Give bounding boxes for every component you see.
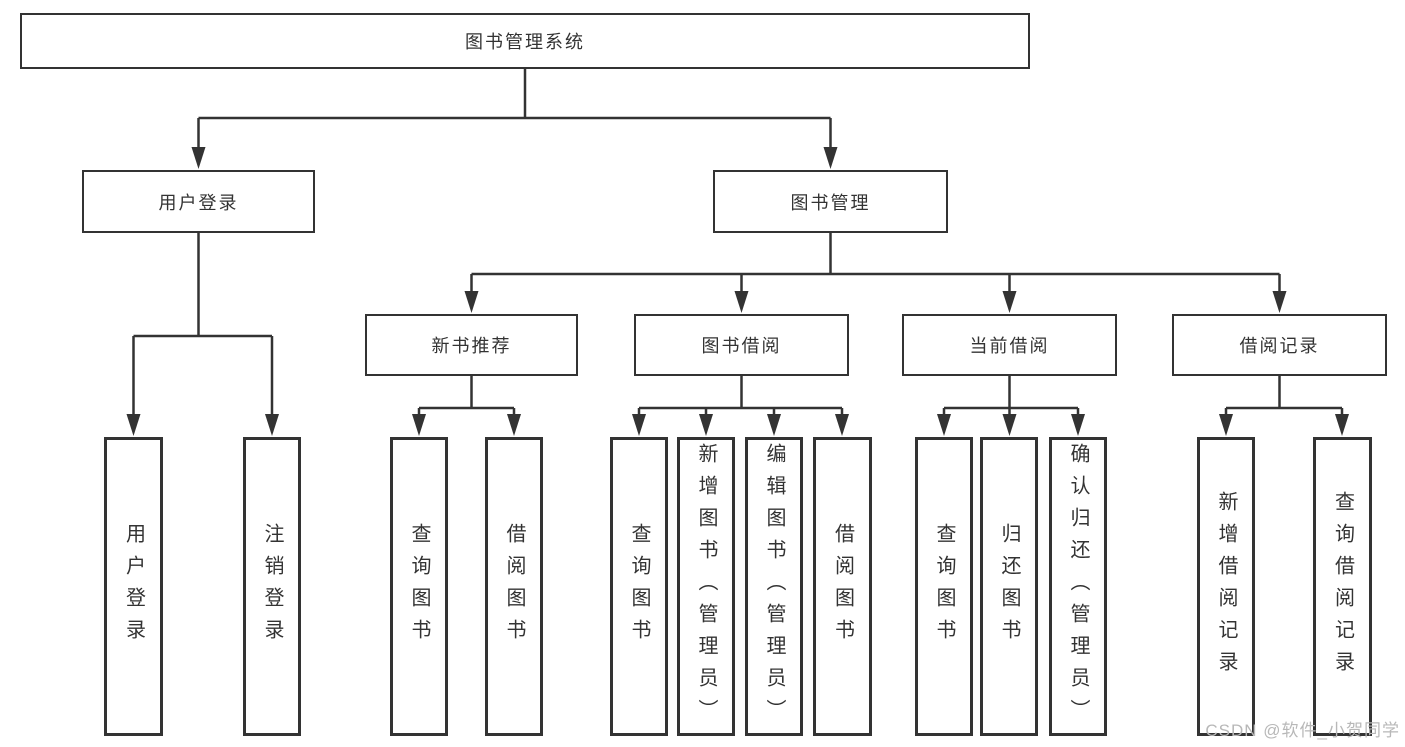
arrow-head xyxy=(126,414,141,436)
leaf-add-borrow-record: 新增借阅记录 xyxy=(1197,437,1255,736)
connector-root-to-level2 xyxy=(191,69,838,169)
node-label: 图书管理系统 xyxy=(465,32,585,52)
connector-borrowing-records-to-leaves xyxy=(1219,376,1349,436)
connector-book-borrowing-to-leaves xyxy=(632,376,849,436)
leaf-label: 查询图书 xyxy=(933,522,955,651)
leaf-return-book: 归还图书 xyxy=(980,437,1038,736)
leaf-query-borrow-record: 查询借阅记录 xyxy=(1313,437,1372,736)
arrow-head xyxy=(1002,414,1017,436)
arrow-head xyxy=(699,414,713,436)
arrow-head xyxy=(937,414,951,436)
leaf-borrow-books-recommend: 借阅图书 xyxy=(485,437,543,736)
arrow-head xyxy=(507,414,521,436)
node-label: 用户登录 xyxy=(158,192,239,213)
arrow-head xyxy=(1272,291,1287,313)
node-label: 新书推荐 xyxy=(431,336,512,356)
leaf-edit-book-admin: 编辑图书（管理员） xyxy=(745,437,803,736)
arrow-head xyxy=(1002,291,1017,313)
leaf-query-books-recommend: 查询图书 xyxy=(390,437,448,736)
leaf-label: 借阅图书 xyxy=(831,522,854,651)
node-current-borrowing: 当前借阅 xyxy=(902,314,1117,376)
node-library-management-system: 图书管理系统 xyxy=(20,13,1030,69)
node-book-borrowing: 图书借阅 xyxy=(634,314,849,376)
leaf-logout: 注销登录 xyxy=(243,437,301,736)
connector-book-management-to-level3 xyxy=(464,233,1287,313)
node-new-book-recommendation: 新书推荐 xyxy=(365,314,578,376)
leaf-add-book-admin: 新增图书（管理员） xyxy=(677,437,735,736)
leaf-label: 新增图书（管理员） xyxy=(695,442,717,731)
arrow-head xyxy=(1071,414,1085,436)
leaf-label: 编辑图书（管理员） xyxy=(763,442,785,731)
arrow-head xyxy=(734,291,749,313)
arrow-head xyxy=(265,414,279,436)
node-label: 图书借阅 xyxy=(701,336,782,356)
arrow-head xyxy=(412,414,426,436)
arrow-head xyxy=(191,147,206,169)
node-borrowing-records: 借阅记录 xyxy=(1172,314,1387,376)
arrow-head xyxy=(1335,414,1349,436)
leaf-label: 查询图书 xyxy=(628,522,650,651)
connector-current-borrowing-to-leaves xyxy=(937,376,1085,436)
arrow-head xyxy=(464,291,479,313)
arrow-head xyxy=(823,147,838,169)
arrow-head xyxy=(632,414,646,436)
leaf-label: 借阅图书 xyxy=(503,522,525,651)
leaf-label: 新增借阅记录 xyxy=(1215,490,1237,683)
leaf-label: 注销登录 xyxy=(261,522,283,651)
leaf-label: 归还图书 xyxy=(998,522,1020,651)
leaf-label: 查询借阅记录 xyxy=(1331,490,1354,683)
arrow-head xyxy=(835,414,849,436)
leaf-query-books-borrowing: 查询图书 xyxy=(610,437,668,736)
leaf-label: 查询图书 xyxy=(408,522,430,651)
csdn-watermark: CSDN @软件_小贺同学 xyxy=(1205,721,1400,740)
leaf-query-books-current: 查询图书 xyxy=(915,437,973,736)
node-label: 当前借阅 xyxy=(969,336,1050,356)
leaf-label: 用户登录 xyxy=(122,522,145,651)
arrow-head xyxy=(767,414,781,436)
arrow-head xyxy=(1219,414,1233,436)
connector-new-book-recommendation-to-leaves xyxy=(412,376,521,436)
leaf-user-login: 用户登录 xyxy=(104,437,163,736)
connector-user-login-to-leaves xyxy=(126,233,279,436)
node-book-management: 图书管理 xyxy=(713,170,948,233)
node-label: 借阅记录 xyxy=(1239,336,1320,356)
node-label: 图书管理 xyxy=(790,192,871,213)
node-user-login: 用户登录 xyxy=(82,170,315,233)
leaf-confirm-return-admin: 确认归还（管理员） xyxy=(1049,437,1107,736)
leaf-label: 确认归还（管理员） xyxy=(1067,442,1089,731)
leaf-borrow-books-borrowing: 借阅图书 xyxy=(813,437,872,736)
